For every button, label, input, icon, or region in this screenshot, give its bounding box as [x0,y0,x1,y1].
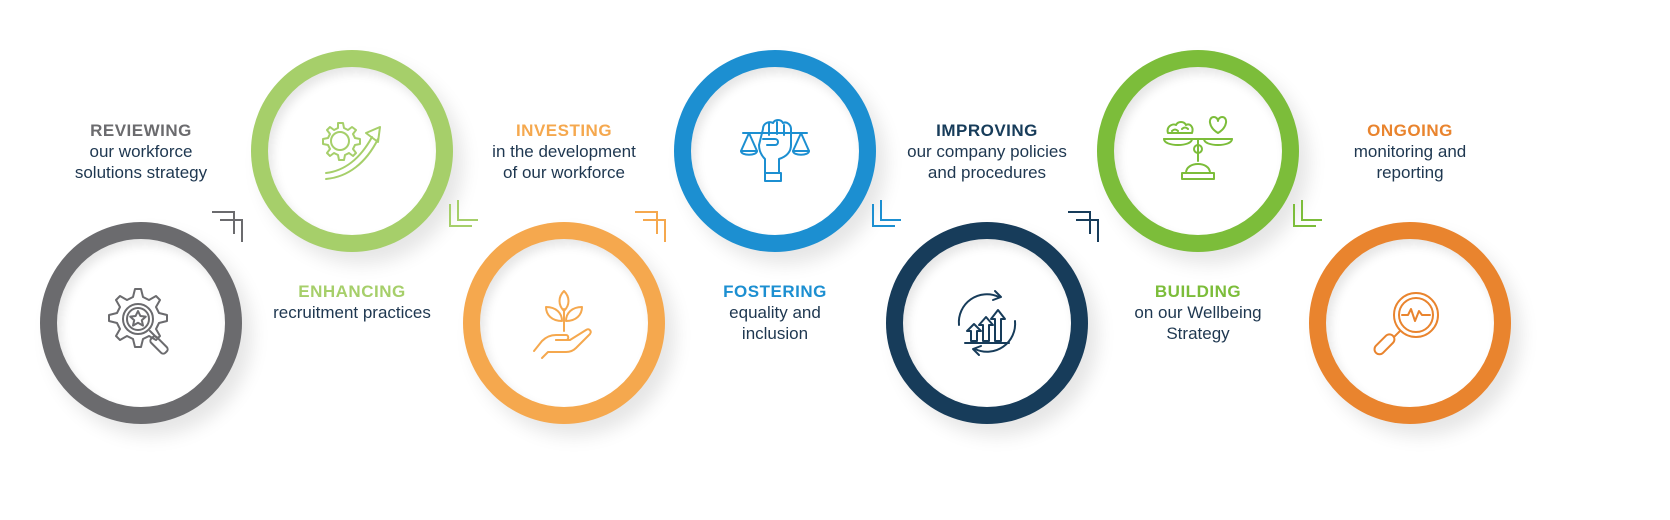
label-investing: INVESTING in the development of our work… [444,120,684,183]
text-improving: our company policies and procedures [907,142,1067,182]
text-enhancing: recruitment practices [273,303,431,322]
label-fostering: FOSTERING equality and inclusion [655,281,895,344]
connector-arrow-2 [449,200,478,227]
heading-ongoing: ONGOING [1367,121,1453,140]
hand-plant-icon [533,290,592,359]
growth-cycle-icon [957,290,1017,356]
gear-search-icon [108,288,169,355]
gear-growth-arrow-icon [322,122,381,180]
label-reviewing: REVIEWING our workforce solutions strate… [21,120,261,183]
heading-reviewing: REVIEWING [90,121,192,140]
connector-arrow-5 [1068,211,1099,242]
heading-improving: IMPROVING [936,121,1038,140]
brain-heart-balance-icon [1163,116,1233,180]
heading-investing: INVESTING [515,121,613,140]
label-enhancing: ENHANCING recruitment practices [232,281,472,323]
circle-fostering [674,50,876,252]
connector-arrow-4 [872,200,901,227]
circle-improving [886,222,1088,424]
circle-fostering-inner [691,67,859,235]
circle-reviewing-inner [57,239,225,407]
text-building: on our Wellbeing Strategy [1134,303,1262,343]
heading-enhancing: ENHANCING [298,282,406,301]
magnifier-pulse-icon [1373,292,1439,356]
label-ongoing: ONGOING monitoring and reporting [1290,120,1530,183]
circle-ongoing-inner [1326,239,1494,407]
text-fostering: equality and inclusion [729,303,821,343]
circle-building-inner [1114,67,1282,235]
circle-investing-inner [480,239,648,407]
text-reviewing: our workforce solutions strategy [74,142,208,182]
heading-building: BUILDING [1154,282,1242,301]
fist-scales-icon [740,119,810,182]
circle-enhancing [251,50,453,252]
connector-arrow-3 [635,211,666,242]
circle-ongoing [1309,222,1511,424]
connector-arrow-1 [212,211,243,242]
label-improving: IMPROVING our company policies and proce… [867,120,1107,183]
connector-arrow-6 [1293,200,1322,227]
circle-enhancing-inner [268,67,436,235]
circle-building [1097,50,1299,252]
heading-fostering: FOSTERING [723,282,827,301]
circle-investing [463,222,665,424]
circle-improving-inner [903,239,1071,407]
text-ongoing: monitoring and reporting [1353,142,1467,182]
circle-reviewing [40,222,242,424]
text-investing: in the development of our workforce [492,142,636,182]
label-building: BUILDING on our Wellbeing Strategy [1078,281,1318,344]
